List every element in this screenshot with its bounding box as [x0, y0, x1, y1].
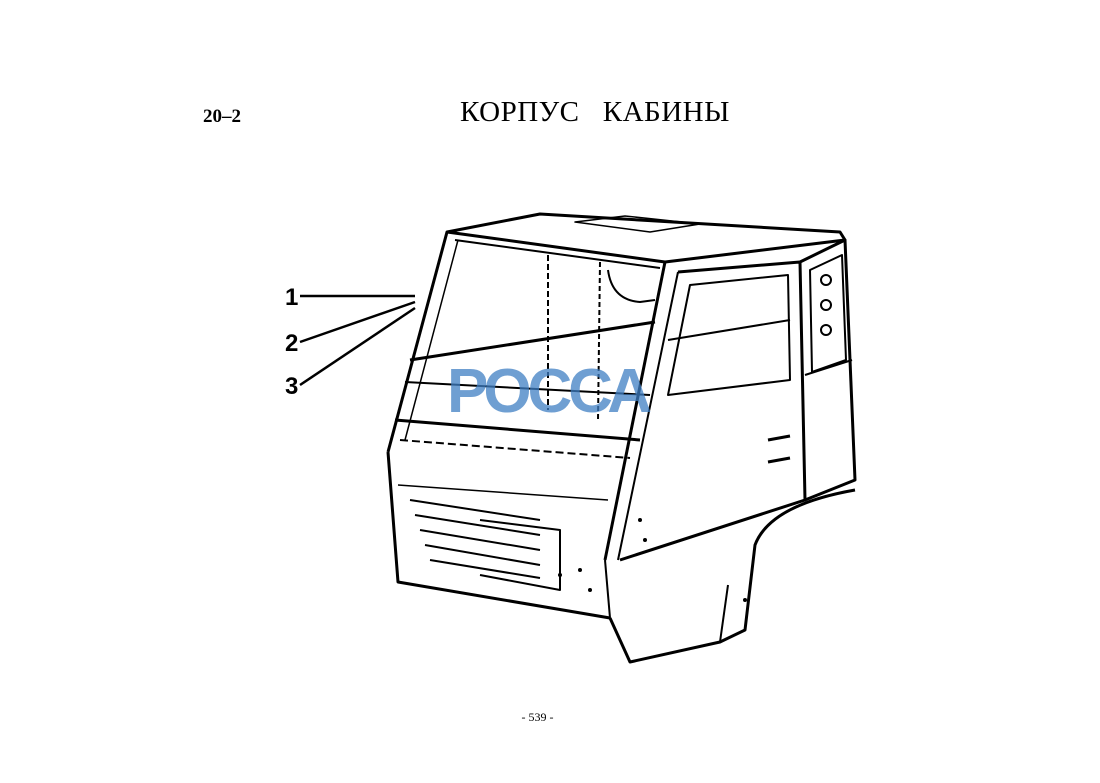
front-panel — [386, 451, 611, 620]
a-pillar — [603, 261, 667, 561]
callout-2: 2 — [285, 330, 298, 357]
watermark-logo: РОССА — [447, 357, 652, 426]
door-outline — [619, 260, 807, 562]
section-number: 20–2 — [203, 106, 241, 127]
page-number: - 539 - — [521, 710, 554, 724]
lower-skirt — [608, 488, 856, 664]
left-pillar — [386, 231, 449, 453]
callout-3: 3 — [285, 373, 298, 400]
roof-outline — [445, 212, 847, 264]
leader-3 — [299, 306, 416, 387]
page-title: КОРПУС КАБИНЫ — [460, 96, 730, 128]
callout-1: 1 — [285, 284, 298, 311]
leader-2 — [299, 300, 416, 344]
